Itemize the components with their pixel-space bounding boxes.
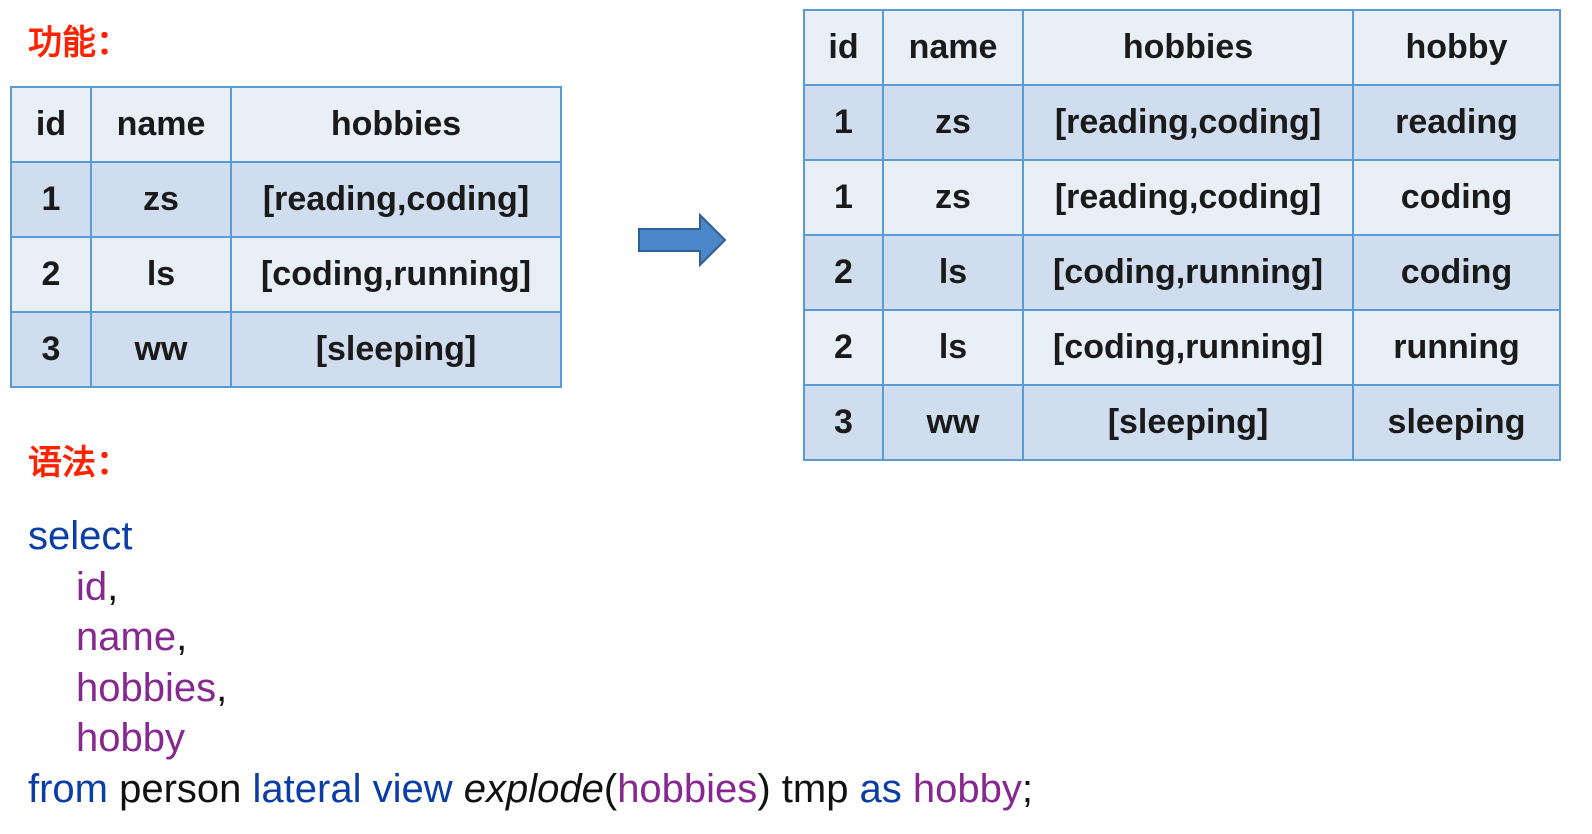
result-cell-hobbies: [sleeping] <box>1022 384 1354 461</box>
sql-explode-argument: hobbies <box>617 766 758 811</box>
sql-column-name: name <box>76 615 177 659</box>
source-table: id name hobbies 1 zs [reading,coding] 2 … <box>10 86 562 388</box>
result-cell-hobby: coding <box>1352 234 1561 311</box>
table-row: 1 zs [reading,coding] reading <box>803 84 1561 161</box>
source-cell-hobbies: [sleeping] <box>230 311 562 388</box>
source-header-id: id <box>10 86 92 163</box>
result-header-name: name <box>882 9 1024 86</box>
result-table: id name hobbies hobby 1 zs [reading,codi… <box>803 9 1561 461</box>
sql-line-from: from person lateral view explode(hobbies… <box>28 764 1033 815</box>
right-arrow-icon <box>638 212 727 268</box>
sql-column-id: id <box>76 564 108 609</box>
source-cell-id: 3 <box>10 311 92 388</box>
source-cell-id: 1 <box>10 161 92 238</box>
source-cell-name: ls <box>90 236 232 313</box>
table-row: 1 zs [reading,coding] <box>10 161 562 238</box>
sql-comma: , <box>216 665 228 710</box>
source-cell-hobbies: [reading,coding] <box>230 161 562 238</box>
result-cell-name: zs <box>882 84 1024 161</box>
source-cell-id: 2 <box>10 236 92 313</box>
result-cell-name: ls <box>882 309 1024 386</box>
sql-open-paren: ( <box>603 766 618 811</box>
sql-line-name: name, <box>28 612 1033 663</box>
function-heading: 功能： <box>28 23 130 63</box>
sql-column-hobbies: hobbies <box>76 665 217 710</box>
result-header-id: id <box>803 9 884 86</box>
source-cell-name: zs <box>90 161 232 238</box>
result-cell-hobbies: [reading,coding] <box>1022 84 1354 161</box>
sql-alias-hobby: hobby <box>912 766 1022 811</box>
sql-alias-tmp: tmp <box>770 766 860 811</box>
result-cell-id: 2 <box>803 309 884 386</box>
syntax-heading: 语法： <box>28 443 130 483</box>
result-cell-name: ww <box>882 384 1024 461</box>
source-table-header-row: id name hobbies <box>10 86 562 163</box>
result-cell-hobby: coding <box>1352 159 1561 236</box>
table-row: 2 ls [coding,running] running <box>803 309 1561 386</box>
result-cell-id: 3 <box>803 384 884 461</box>
result-cell-hobby: reading <box>1352 84 1561 161</box>
result-cell-id: 2 <box>803 234 884 311</box>
result-cell-name: ls <box>882 234 1024 311</box>
result-cell-hobbies: [reading,coding] <box>1022 159 1354 236</box>
result-cell-name: zs <box>882 159 1024 236</box>
sql-comma: , <box>176 615 188 659</box>
sql-space <box>902 767 913 811</box>
result-cell-hobby: running <box>1352 309 1561 386</box>
sql-line-select: select <box>28 511 1033 562</box>
result-table-header-row: id name hobbies hobby <box>803 9 1561 86</box>
source-header-name: name <box>90 86 232 163</box>
result-cell-id: 1 <box>803 159 884 236</box>
sql-space <box>453 767 464 811</box>
result-cell-id: 1 <box>803 84 884 161</box>
table-row: 2 ls [coding,running] coding <box>803 234 1561 311</box>
arrow-shape <box>638 212 727 268</box>
result-cell-hobby: sleeping <box>1352 384 1561 461</box>
table-row: 3 ww [sleeping] <box>10 311 562 388</box>
result-cell-hobbies: [coding,running] <box>1022 234 1354 311</box>
sql-comma: , <box>107 564 119 609</box>
sql-line-id: id, <box>28 562 1033 613</box>
sql-close-paren: ) <box>757 766 771 811</box>
sql-keyword-select: select <box>28 514 133 558</box>
table-row: 3 ww [sleeping] sleeping <box>803 384 1561 461</box>
sql-keyword-as: as <box>859 766 902 811</box>
sql-table-name: person <box>108 766 253 811</box>
source-cell-name: ww <box>90 311 232 388</box>
table-row: 1 zs [reading,coding] coding <box>803 159 1561 236</box>
source-cell-hobbies: [coding,running] <box>230 236 562 313</box>
sql-line-hobby: hobby <box>28 713 1033 764</box>
table-row: 2 ls [coding,running] <box>10 236 562 313</box>
sql-line-hobbies: hobbies, <box>28 663 1033 714</box>
result-cell-hobbies: [coding,running] <box>1022 309 1354 386</box>
sql-keyword-lateral-view: lateral view <box>252 766 453 811</box>
sql-keyword-from: from <box>28 766 108 811</box>
result-header-hobby: hobby <box>1352 9 1561 86</box>
sql-column-hobby: hobby <box>76 716 185 760</box>
source-header-hobbies: hobbies <box>230 86 562 163</box>
sql-semicolon: ; <box>1021 766 1034 811</box>
sql-function-explode: explode <box>463 766 604 811</box>
result-header-hobbies: hobbies <box>1022 9 1354 86</box>
